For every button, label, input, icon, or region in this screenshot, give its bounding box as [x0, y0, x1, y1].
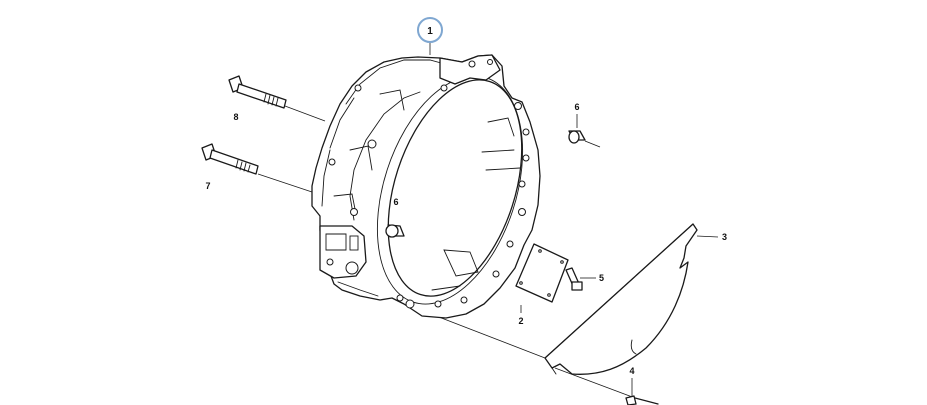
long-bolt-7[interactable]	[201, 143, 259, 175]
callout-5[interactable]: 5	[599, 273, 604, 283]
callout-2[interactable]: 2	[518, 316, 523, 326]
callout-7[interactable]: 7	[205, 181, 210, 191]
bolt-4[interactable]	[625, 395, 659, 405]
callout-6-upper[interactable]: 6	[574, 102, 579, 112]
callout-6-lower[interactable]: 6	[393, 197, 398, 207]
callout-8[interactable]: 8	[233, 112, 238, 122]
callout-4[interactable]: 4	[629, 366, 634, 376]
flywheel-housing[interactable]	[311, 54, 549, 323]
callout-1-highlight-ring	[417, 17, 443, 43]
lower-shield[interactable]	[544, 223, 698, 375]
dowel-pin-upper[interactable]	[568, 130, 586, 144]
callout-1[interactable]: 1	[427, 26, 433, 37]
cover-plate[interactable]	[515, 243, 569, 303]
screw-5[interactable]	[565, 267, 583, 291]
dowel-pin-lower[interactable]	[385, 224, 405, 238]
callout-3[interactable]: 3	[722, 232, 727, 242]
long-bolt-8[interactable]	[228, 75, 287, 109]
